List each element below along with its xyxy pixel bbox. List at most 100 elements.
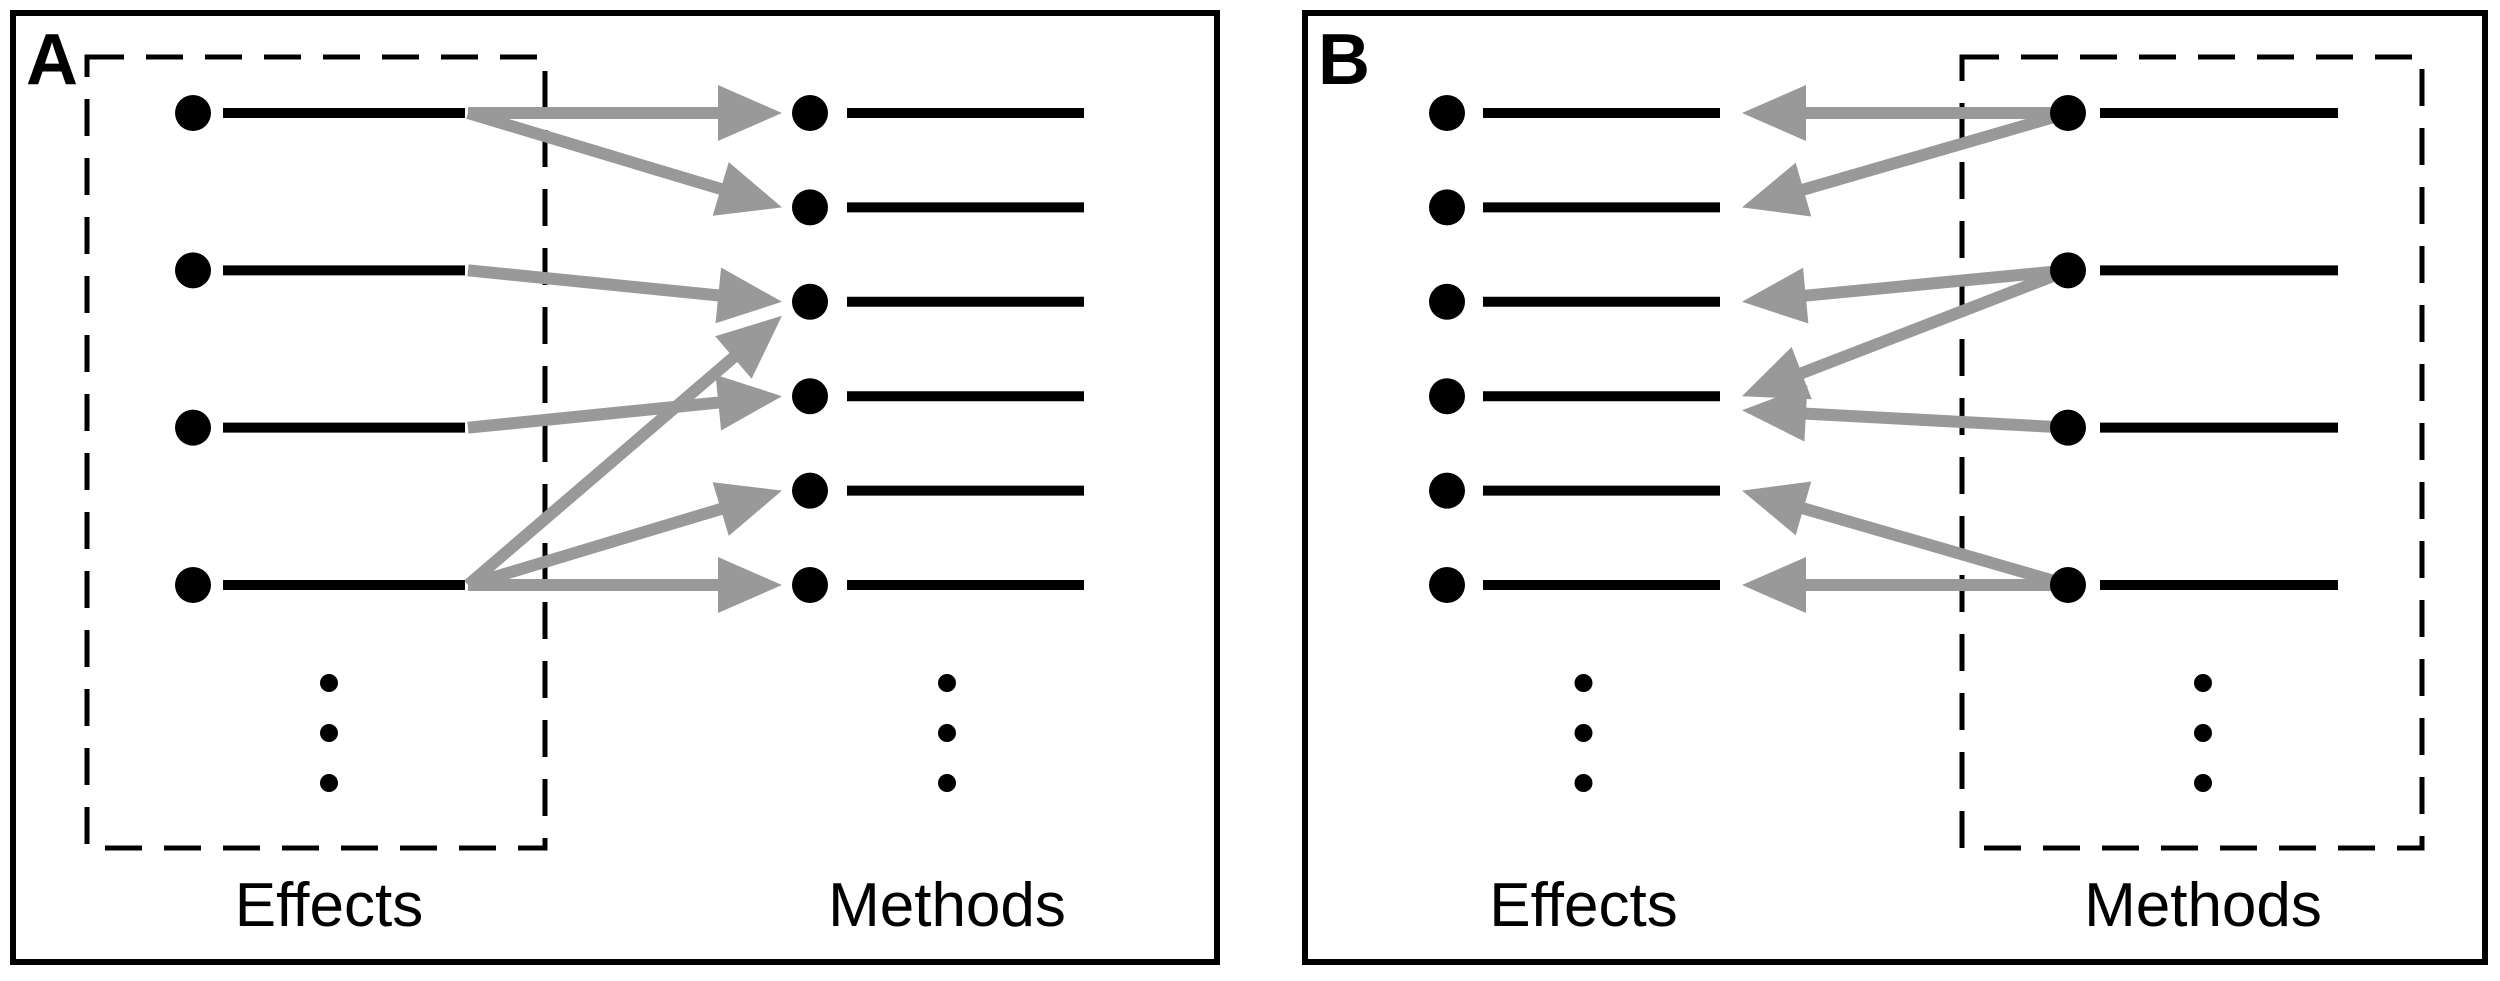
arrow-shaft: [466, 107, 734, 199]
arrow-shaft: [1793, 406, 2069, 434]
effects-item-row-2: [175, 252, 465, 289]
arrowhead: [1742, 385, 1808, 442]
arrowhead: [1742, 557, 1806, 613]
effects-item-dot: [175, 252, 211, 289]
methods-item-row-1: [792, 95, 1084, 131]
effects-vertical-ellipsis: [1574, 674, 1593, 792]
arrowhead: [1742, 267, 1809, 324]
arrow-shaft: [466, 499, 734, 591]
methods-item-row-4: [792, 378, 1084, 415]
vertical-ellipsis-dot: [938, 724, 956, 742]
mapping-arrow-effect3-to-method4: [467, 374, 782, 434]
panel-label: B: [1318, 20, 1370, 100]
arrowhead: [715, 315, 782, 379]
effects-item-dot: [1429, 189, 1465, 226]
vertical-ellipsis-dot: [938, 774, 956, 792]
methods-item-dot: [792, 378, 828, 415]
vertical-ellipsis-dot: [1574, 674, 1593, 692]
methods-item-dot: [792, 283, 828, 320]
column-label-effects: Effects: [235, 871, 423, 940]
methods-item-dot: [792, 472, 828, 509]
arrow-shaft: [1788, 264, 2071, 384]
panel-a: Effects Methods A: [10, 10, 1220, 965]
methods-item-dot: [2050, 567, 2086, 603]
mapping-arrow-method1-to-effect2: [1742, 107, 2070, 217]
effects-item-dot: [1429, 567, 1465, 603]
methods-item-row-5: [792, 472, 1084, 509]
effects-item-row-3: [175, 409, 465, 446]
mapping-arrow-effect4-to-method3: [464, 315, 782, 590]
vertical-ellipsis-dot: [1574, 724, 1593, 742]
methods-item-dot: [2050, 95, 2086, 131]
vertical-ellipsis-dot: [320, 724, 338, 742]
mapping-arrow-effect4-to-method6: [468, 557, 782, 613]
vertical-ellipsis-dot: [320, 774, 338, 792]
methods-item-row-3: [792, 283, 1084, 320]
effects-vertical-ellipsis: [320, 674, 338, 792]
methods-item-dot: [792, 95, 828, 131]
effects-item-dot: [1429, 378, 1465, 415]
arrowhead: [715, 374, 782, 431]
effects-item-row-5: [1429, 472, 1720, 509]
methods-item-row-2: [2050, 252, 2338, 289]
methods-item-dot: [792, 567, 828, 603]
effects-item-dot: [1429, 95, 1465, 131]
methods-item-row-4: [2050, 567, 2338, 603]
panel-border: [1302, 10, 2488, 965]
methods-item-row-3: [2050, 409, 2338, 446]
column-label-effects: Effects: [1489, 871, 1677, 940]
arrowhead: [1742, 347, 1812, 400]
arrow-shaft: [1790, 107, 2070, 199]
methods-item-dot: [2050, 409, 2086, 446]
methods-vertical-ellipsis: [938, 674, 956, 792]
arrow-shaft: [467, 395, 731, 434]
mapping-arrow-method4-to-effect6: [1742, 557, 2068, 613]
arrowhead: [1742, 481, 1812, 536]
methods-item-row-6: [792, 567, 1084, 603]
panel-border: [10, 10, 1220, 965]
mapping-arrow-effect1-to-method2: [466, 107, 782, 216]
panel-b-diagram: Effects Methods B: [1302, 10, 2488, 965]
effects-item-row-4: [175, 567, 465, 603]
effects-item-dot: [1429, 283, 1465, 320]
effects-item-row-4: [1429, 378, 1720, 415]
arrowhead: [712, 162, 782, 216]
arrow-shaft: [467, 264, 731, 303]
panel-b: Effects Methods B: [1302, 10, 2488, 965]
arrowhead: [718, 85, 782, 141]
methods-vertical-ellipsis: [2194, 674, 2212, 792]
arrowhead: [712, 482, 782, 536]
mapping-arrow-effect1-to-method1: [468, 85, 782, 141]
arrow-shaft: [464, 345, 747, 590]
methods-item-row-2: [792, 189, 1084, 226]
methods-item-dot: [792, 189, 828, 226]
panel-label: A: [26, 20, 78, 100]
vertical-ellipsis-dot: [2194, 774, 2212, 792]
effects-item-row-1: [1429, 95, 1720, 131]
arrowhead: [718, 557, 782, 613]
vertical-ellipsis-dot: [320, 674, 338, 692]
mapping-arrow-effect4-to-method5: [466, 482, 782, 591]
effects-item-dot: [175, 409, 211, 446]
vertical-ellipsis-dot: [2194, 724, 2212, 742]
effects-item-row-1: [175, 95, 465, 131]
effects-item-dot: [175, 567, 211, 603]
panel-a-diagram: Effects Methods A: [10, 10, 1220, 965]
arrow-shaft: [1790, 499, 2070, 591]
dashed-grouping-box-right: [1959, 54, 2425, 851]
mapping-arrow-method1-to-effect1: [1742, 85, 2068, 141]
mapping-arrow-method2-to-effect3: [1742, 264, 2069, 324]
arrowhead: [1742, 162, 1812, 217]
arrow-shaft: [1793, 264, 2069, 303]
vertical-ellipsis-dot: [1574, 774, 1593, 792]
vertical-ellipsis-dot: [2194, 674, 2212, 692]
mapping-arrow-effect2-to-method3: [467, 264, 782, 324]
effects-item-dot: [1429, 472, 1465, 509]
arrowhead: [715, 267, 782, 324]
dashed-grouping-box-left: [84, 54, 548, 851]
column-label-methods: Methods: [828, 871, 1066, 940]
column-label-methods: Methods: [2084, 871, 2322, 940]
effects-item-row-3: [1429, 283, 1720, 320]
mapping-arrow-method3-to-effect4: [1742, 385, 2069, 442]
arrowhead: [1742, 85, 1806, 141]
